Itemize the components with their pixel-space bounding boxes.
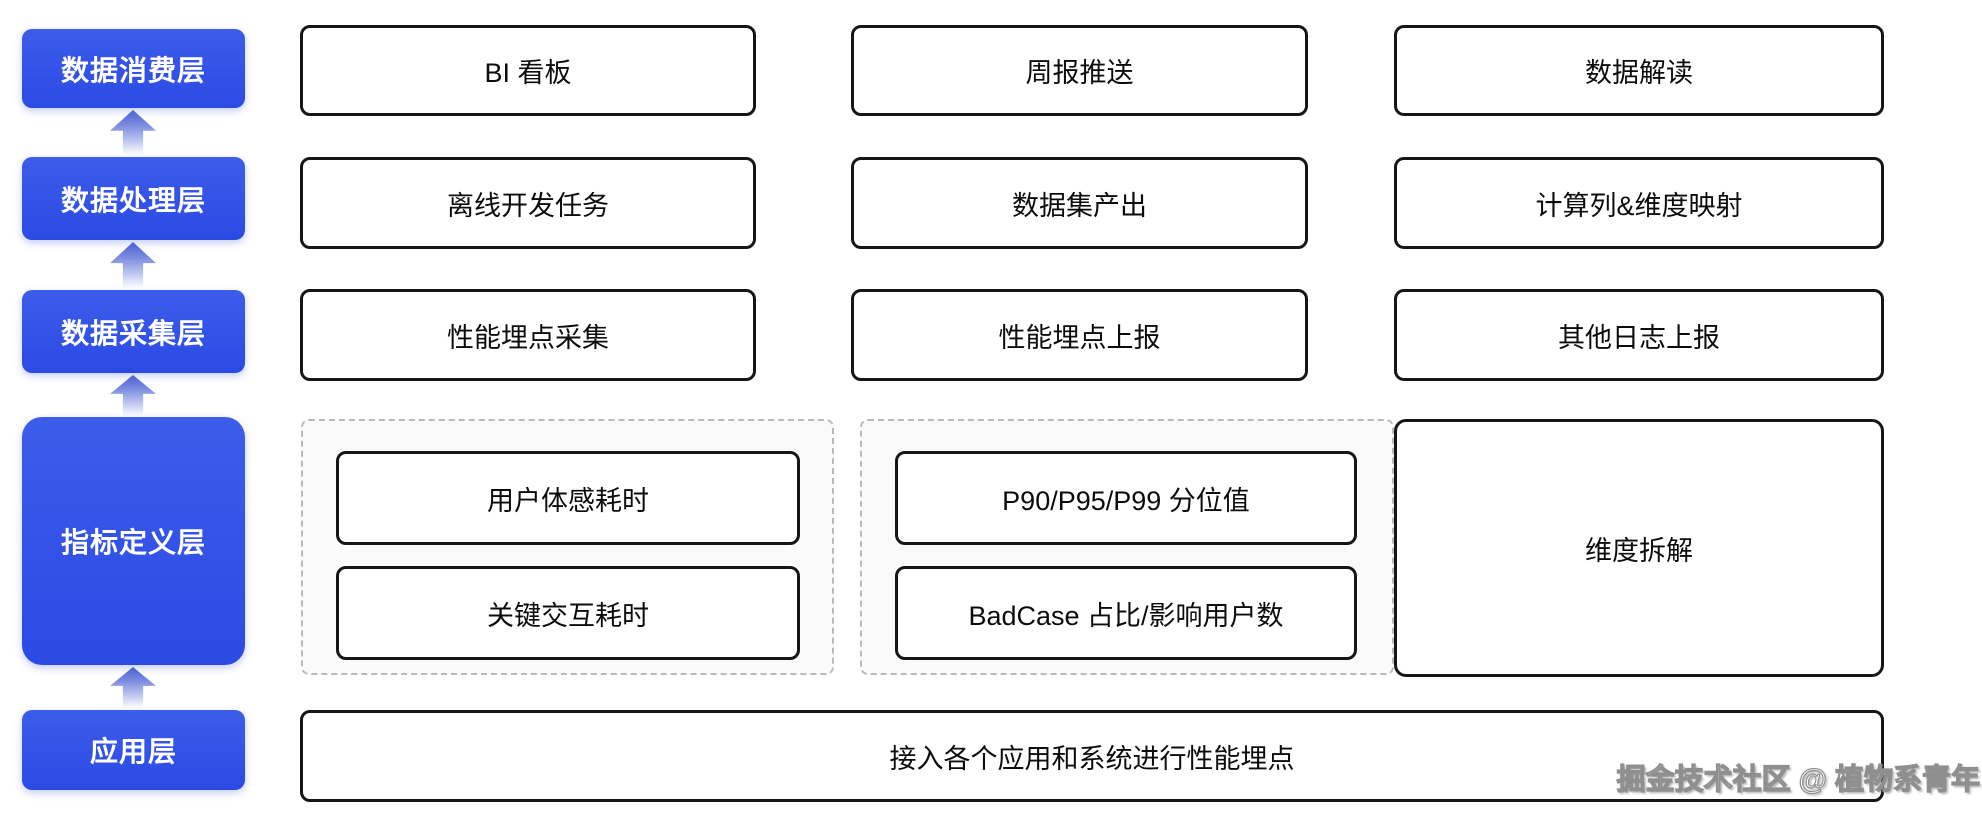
box-label: 数据解读 <box>1585 58 1693 88</box>
box-badcase-ratio-affected-users: BadCase 占比/影响用户数 <box>895 566 1357 660</box>
box-offline-dev-task: 离线开发任务 <box>300 157 756 249</box>
layer-box-data-collection: 数据采集层 <box>22 290 245 373</box>
layer-box-application: 应用层 <box>22 710 245 790</box>
layer-box-metric-definition: 指标定义层 <box>22 417 245 665</box>
layer-label: 指标定义层 <box>60 527 206 558</box>
box-label: 计算列&维度映射 <box>1535 190 1743 221</box>
box-computed-column-dimension-mapping: 计算列&维度映射 <box>1394 157 1884 249</box>
box-bi-dashboard: BI 看板 <box>300 25 756 116</box>
box-label: 性能埋点采集 <box>447 322 609 353</box>
box-p90-p95-p99-percentile: P90/P95/P99 分位值 <box>895 451 1357 545</box>
metric-group-duration: 用户体感耗时 关键交互耗时 <box>301 419 834 675</box>
layer-box-data-consumption: 数据消费层 <box>22 29 245 108</box>
box-label: BI 看板 <box>484 58 572 88</box>
box-label: 接入各个应用和系统进行性能埋点 <box>889 743 1295 774</box>
layer-label: 数据消费层 <box>60 54 206 86</box>
box-label: BadCase 占比/影响用户数 <box>968 600 1284 631</box>
box-key-interaction-duration: 关键交互耗时 <box>336 566 800 660</box>
box-user-perceived-duration: 用户体感耗时 <box>336 451 800 545</box>
layer-box-data-processing: 数据处理层 <box>22 157 245 240</box>
box-label: 关键交互耗时 <box>487 600 649 631</box>
box-dimension-breakdown: 维度拆解 <box>1394 419 1884 677</box>
box-label: 数据集产出 <box>1012 190 1147 221</box>
box-label: 维度拆解 <box>1585 535 1693 566</box>
arrow-up-icon <box>110 110 156 155</box>
box-label: 离线开发任务 <box>447 190 609 221</box>
metric-group-percentile: P90/P95/P99 分位值 BadCase 占比/影响用户数 <box>860 419 1394 675</box>
layer-label: 数据处理层 <box>60 184 206 216</box>
box-dataset-output: 数据集产出 <box>851 157 1308 249</box>
box-weekly-report-push: 周报推送 <box>851 25 1308 116</box>
arrow-up-icon <box>110 242 156 288</box>
arrow-up-icon <box>110 375 156 416</box>
box-data-interpretation: 数据解读 <box>1394 25 1884 116</box>
box-label: 其他日志上报 <box>1558 322 1720 353</box>
box-perf-tracking-report: 性能埋点上报 <box>851 289 1308 381</box>
box-label: 周报推送 <box>1025 58 1134 88</box>
box-label: P90/P95/P99 分位值 <box>1002 485 1250 516</box>
box-label: 性能埋点上报 <box>998 322 1161 353</box>
box-perf-tracking-collect: 性能埋点采集 <box>300 289 756 381</box>
box-app-integration-tracking: 接入各个应用和系统进行性能埋点 <box>300 710 1884 802</box>
watermark-text: 掘金技术社区 @ 植物系青年 <box>1616 763 1981 796</box>
box-label: 用户体感耗时 <box>487 485 649 516</box>
layer-label: 应用层 <box>89 736 177 767</box>
box-other-log-report: 其他日志上报 <box>1394 289 1884 381</box>
layer-label: 数据采集层 <box>60 317 206 349</box>
arrow-up-icon <box>110 667 156 708</box>
